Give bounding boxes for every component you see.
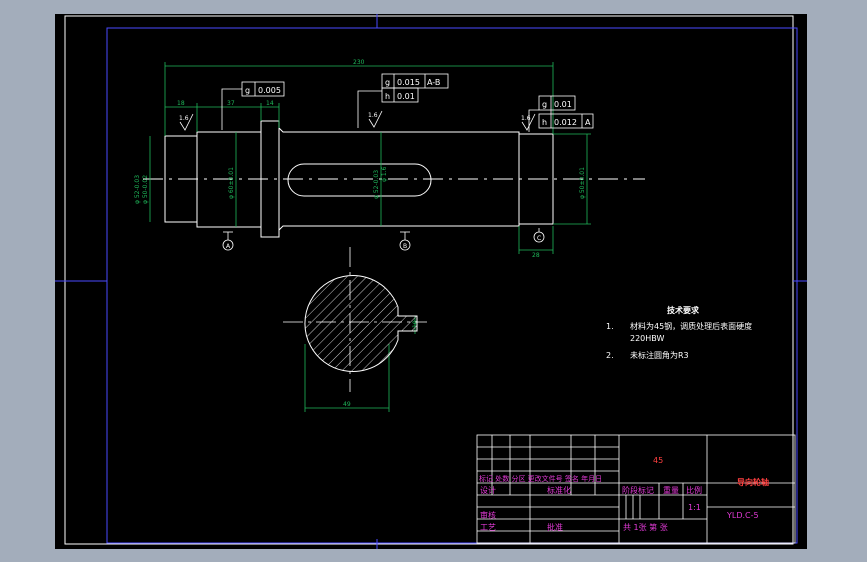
svg-text:h: h [542, 118, 547, 127]
dim-14: 14 [266, 100, 274, 107]
title-block [476, 434, 796, 544]
dim-49: 49 [343, 401, 351, 408]
gdt-frame-middle[interactable]: g 0.015 A-B h 0.01 [357, 73, 449, 128]
dim-shaft-key2: φ 1.6 [381, 166, 388, 182]
dim-18: 18 [177, 100, 185, 107]
dim-shaft-key: φ 52-0.03 [373, 170, 380, 199]
tb-ratio: 比例 [686, 485, 702, 495]
dim-bore-left2: φ 52-0.03 [134, 175, 141, 204]
datum-C: C [533, 228, 545, 243]
tb-drawing-no: YLD.C-5 [726, 511, 759, 520]
gdt-frame-left[interactable]: g 0.005 [221, 81, 285, 130]
drawing-canvas[interactable]: 230 18 37 14 28 49 10 φ 50-0.02 φ 52-0.0… [55, 14, 807, 549]
svg-text:0.005: 0.005 [258, 86, 281, 95]
roughness-symbol-1: 1.6 [179, 113, 194, 131]
note-2-text: 未标注圆角为R3 [630, 350, 689, 360]
tb-stage: 阶段标记 [622, 485, 654, 495]
datum-B: B [399, 231, 411, 251]
svg-text:h: h [385, 92, 390, 101]
notes-title: 技术要求 [667, 305, 700, 315]
note-1-text: 材料为45钢，调质处理后表面硬度 [630, 321, 752, 331]
tb-weight: 重量 [663, 485, 679, 495]
section-view [283, 247, 427, 392]
svg-text:g: g [385, 78, 390, 87]
tb-sheets: 共 1张 第 张 [623, 522, 668, 532]
svg-text:A-B: A-B [427, 78, 440, 87]
technical-notes: 技术要求 1. 材料为45钢，调质处理后表面硬度 220HBW 2. 未标注圆角… [606, 305, 752, 360]
roughness-symbol-2: 1.6 [368, 110, 383, 128]
svg-text:0.012: 0.012 [554, 118, 577, 127]
svg-text:0.01: 0.01 [397, 92, 415, 101]
tb-material: 45 [653, 456, 663, 465]
svg-text:1.6: 1.6 [368, 112, 378, 119]
gdt-frame-right[interactable]: g 0.01 h 0.012 A [528, 95, 594, 132]
dim-37: 37 [227, 100, 235, 107]
svg-text:1.6: 1.6 [179, 115, 189, 122]
datum-A: A [222, 231, 234, 251]
drawing-frame [64, 15, 798, 545]
dimension-lines [149, 62, 591, 412]
svg-text:1.6: 1.6 [521, 115, 531, 122]
svg-text:0.015: 0.015 [397, 78, 420, 87]
dim-bore-left: φ 50-0.02 [142, 175, 149, 204]
dim-28: 28 [532, 252, 540, 259]
note-2-num: 2. [606, 351, 614, 360]
dim-right-dia: φ 50±0.01 [579, 167, 586, 199]
svg-text:A: A [226, 243, 231, 250]
tb-scale: 1:1 [688, 503, 701, 512]
tb-process: 工艺 [480, 523, 496, 532]
svg-text:g: g [245, 86, 250, 95]
dim-shaft-mid: φ 60±0.01 [228, 167, 235, 199]
note-1-text2: 220HBW [630, 334, 664, 343]
tb-row-header: 标记 处数 分区 更改文件号 签名 年月日 [479, 474, 602, 483]
svg-text:g: g [542, 100, 547, 109]
dim-overall: 230 [353, 59, 365, 66]
tb-part-name: 导向轮轴 [737, 477, 769, 487]
note-1-num: 1. [606, 322, 614, 331]
frame-ticks [55, 14, 807, 549]
tb-standardize: 标准化 [547, 485, 571, 495]
tb-review: 审核 [480, 510, 496, 520]
roughness-symbol-3: 1.6 [521, 113, 536, 131]
tb-approve: 批准 [547, 522, 563, 532]
svg-text:A: A [585, 118, 591, 127]
svg-text:0.01: 0.01 [554, 100, 572, 109]
drawing-svg: 230 18 37 14 28 49 10 φ 50-0.02 φ 52-0.0… [55, 14, 807, 549]
svg-text:C: C [537, 235, 541, 242]
svg-text:B: B [403, 243, 407, 250]
tb-design: 设计 [480, 485, 496, 495]
